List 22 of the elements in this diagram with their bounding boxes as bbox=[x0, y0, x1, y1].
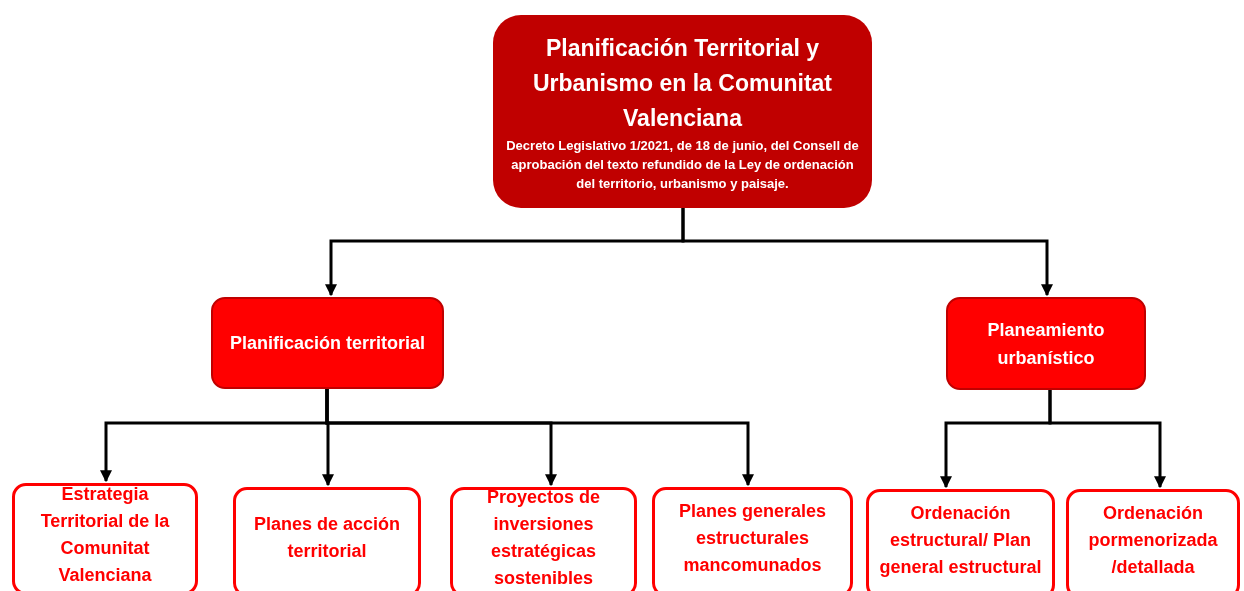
box-title: Proyectos de inversiones estratégicas sostenibles bbox=[485, 486, 601, 590]
box-title: Planes generales estructurales mancomunados bbox=[677, 499, 828, 577]
connector-arrow bbox=[681, 208, 1053, 297]
category-box bbox=[866, 489, 1055, 591]
heading-box bbox=[211, 297, 444, 389]
heading-box bbox=[493, 15, 872, 208]
box-title: Ordenación pormenorizada /detallada bbox=[1087, 501, 1219, 579]
category-box bbox=[233, 487, 421, 591]
category-box bbox=[450, 487, 637, 591]
category-box bbox=[1066, 489, 1240, 591]
heading-box bbox=[946, 297, 1146, 390]
connector-arrow bbox=[325, 389, 754, 487]
category-box bbox=[12, 483, 198, 591]
box-title: Ordenación estructural/ Plan general estructural bbox=[878, 501, 1043, 579]
box-title: Planificación territorial bbox=[229, 332, 426, 355]
category-box bbox=[652, 487, 853, 591]
box-title: Planificación Territorial y Urbanismo en la Comunitat Valenciana bbox=[531, 33, 833, 133]
box-title: Planes de acción territorial bbox=[252, 513, 402, 563]
box-description: Decreto Legislativo 1/2021, de 18 de junio, del Consell de aprobación del texto refundido de la Ley de ordenación del territorio, urbanismo y paisaje. bbox=[505, 136, 860, 193]
box-title: Planeamiento urbanístico bbox=[986, 318, 1106, 370]
connector-arrow bbox=[1048, 390, 1166, 489]
box-title: Estrategia Territorial de la Comunitat Valenciana bbox=[39, 483, 171, 587]
